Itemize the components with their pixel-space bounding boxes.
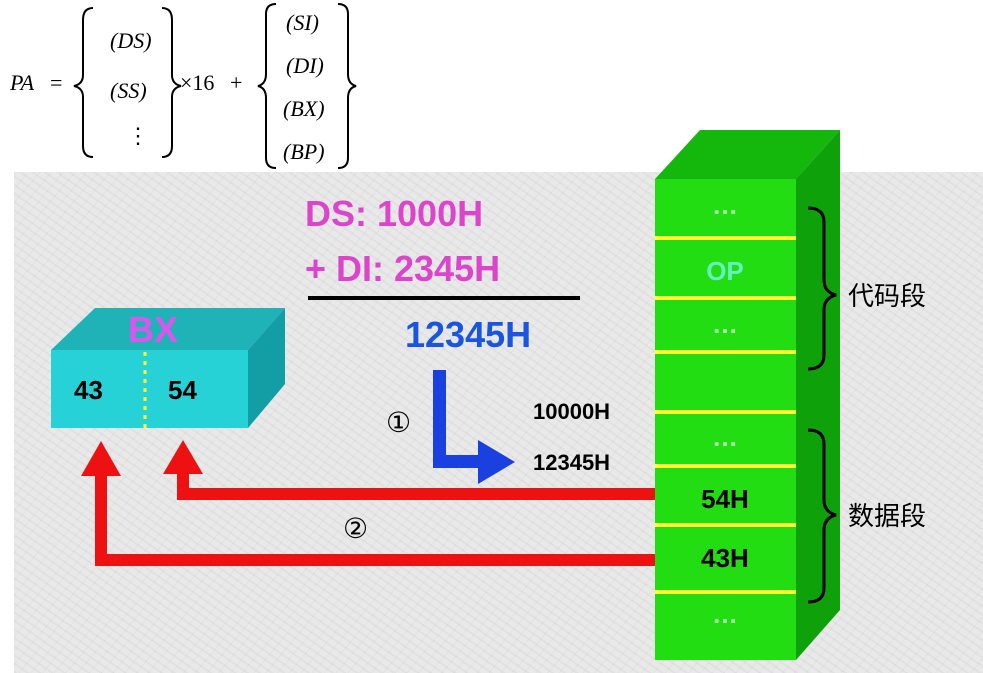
memory-top-face (655, 130, 840, 179)
memory-cell-ellipsis: … (712, 309, 738, 339)
formula-background (0, 0, 370, 176)
memory-separator (655, 410, 796, 414)
memory-separator (655, 236, 796, 240)
memory-cell-ellipsis: … (712, 190, 738, 220)
memory-separator (655, 590, 796, 594)
calc-di-line: + DI: 2345H (305, 248, 500, 289)
step1-arrow (433, 370, 515, 484)
memory-separator (655, 296, 796, 300)
register-name: BX (128, 309, 178, 350)
right-brace-segment-group (161, 7, 182, 158)
register-high-byte: 43 (74, 375, 103, 405)
memory-cell-43h: 43H (701, 543, 749, 573)
calc-sum-line (308, 296, 580, 300)
formula-times-16: ×16 (180, 70, 214, 95)
calc-ds-line: DS: 1000H (305, 193, 483, 234)
code-segment-brace (807, 206, 837, 371)
address-label-10000h: 10000H (533, 399, 610, 424)
formula-equals: = (50, 70, 62, 95)
formula-seg-ss: (SS) (110, 78, 147, 103)
code-segment-label: 代码段 (848, 282, 926, 312)
step2-arrow-shaft-horizontal (177, 488, 655, 500)
data-segment-label: 数据段 (848, 502, 926, 532)
left-brace-segment-group (73, 7, 94, 158)
step2-arrow-low-byte (163, 440, 655, 500)
register-low-byte: 54 (168, 375, 197, 405)
step2-arrow-shaft-horizontal (95, 554, 655, 566)
memory-separator (655, 350, 796, 354)
step2-arrow-high-byte (81, 441, 655, 566)
formula-plus: + (230, 70, 242, 95)
code-segment-brace-icon (807, 206, 837, 371)
formula-off-si: (SI) (286, 10, 319, 35)
memory-front-face (655, 179, 796, 660)
step2-arrow-head-icon (163, 440, 203, 474)
register-front-face (51, 350, 248, 428)
memory-cell-ellipsis: … (712, 599, 738, 629)
memory-block: … OP … … 54H 43H … (655, 130, 840, 660)
step1-arrow-shaft-horizontal (433, 455, 483, 468)
address-calculation: DS: 1000H + DI: 2345H 12345H (305, 193, 580, 355)
formula-lhs: PA (9, 70, 35, 95)
step2-marker: ② (343, 512, 368, 545)
step2-arrow-shaft-vertical (95, 468, 107, 566)
formula-seg-ds: (DS) (110, 28, 152, 53)
memory-cell-ellipsis: … (712, 422, 738, 452)
formula-off-bx: (BX) (283, 96, 325, 121)
left-brace-offset-group (257, 3, 277, 169)
memory-separators (655, 236, 796, 594)
right-brace-offset-group (337, 3, 357, 169)
data-segment-brace (807, 428, 837, 604)
register-bx: BX 43 54 (51, 308, 285, 428)
memory-cell-op: OP (706, 256, 744, 286)
memory-separator (655, 464, 796, 468)
step1-arrow-head-icon (478, 440, 515, 484)
memory-side-face (796, 130, 840, 660)
data-segment-brace-icon (807, 428, 837, 604)
register-top-face (51, 308, 285, 350)
address-label-12345h: 12345H (533, 450, 610, 475)
step2-arrow-shaft-vertical (177, 466, 189, 500)
formula-seg-ellipsis: ⋮ (127, 123, 149, 148)
physical-address-formula: PA = (DS) (SS) ⋮ ×16 + (SI) (DI) (BX) (B… (9, 3, 357, 169)
formula-off-bp: (BP) (283, 139, 325, 164)
step1-marker: ① (386, 406, 411, 439)
memory-cell-54h: 54H (701, 484, 749, 514)
step1-arrow-shaft-vertical (433, 370, 446, 466)
memory-separator (655, 523, 796, 527)
step2-arrow-head-icon (81, 441, 121, 476)
register-side-face (248, 308, 285, 428)
calc-result: 12345H (405, 314, 531, 355)
formula-off-di: (DI) (286, 53, 324, 78)
